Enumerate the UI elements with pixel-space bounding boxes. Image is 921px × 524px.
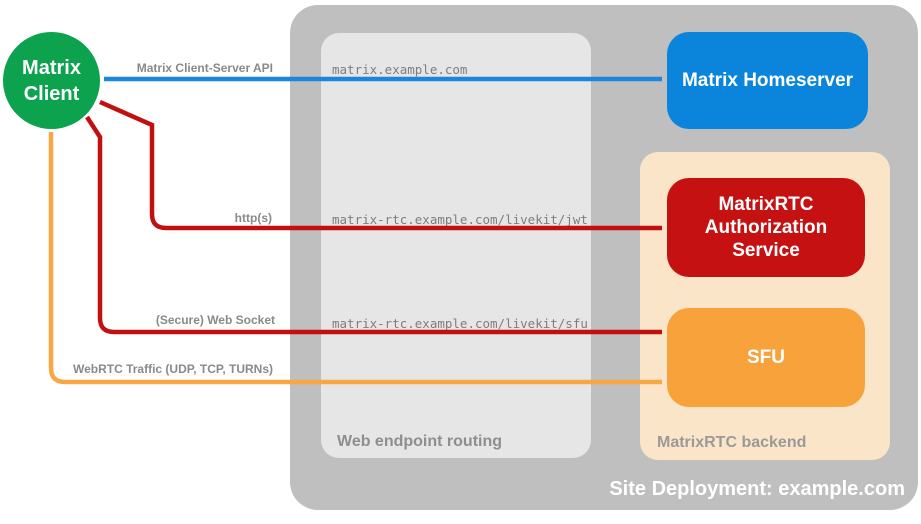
matrix-client-node: Matrix Client [3,32,100,129]
sfu-node: SFU [667,308,865,407]
web-endpoint-routing-label: Web endpoint routing [337,433,503,450]
endpoint-url-matrix: matrix.example.com [332,62,468,77]
arrow-label-client-server-api: Matrix Client-Server API [136,61,273,75]
matrixrtc-backend-label: MatrixRTC backend [657,434,807,451]
arrow-label-webrtc-traffic: WebRTC Traffic (UDP, TCP, TURNs) [72,362,273,376]
matrix-homeserver-label: Matrix Homeserver [681,69,854,91]
arrow-label-web-socket: (Secure) Web Socket [155,313,275,327]
endpoint-url-livekit-jwt: matrix-rtc.example.com/livekit/jwt [332,212,588,227]
matrixrtc-authorization-service-label: MatrixRTC Authorization Service [704,194,828,261]
web-endpoint-routing-box: Web endpoint routing [321,33,591,458]
site-deployment-label: Site Deployment: example.com [609,478,905,500]
endpoint-url-livekit-sfu: matrix-rtc.example.com/livekit/sfu [332,316,588,331]
matrix-homeserver-node: Matrix Homeserver [667,32,868,129]
matrix-client-label: Matrix Client [22,56,81,105]
arrow-label-https: http(s) [234,211,272,225]
sfu-label: SFU [747,346,785,368]
matrixrtc-authorization-service-node: MatrixRTC Authorization Service [667,178,865,277]
